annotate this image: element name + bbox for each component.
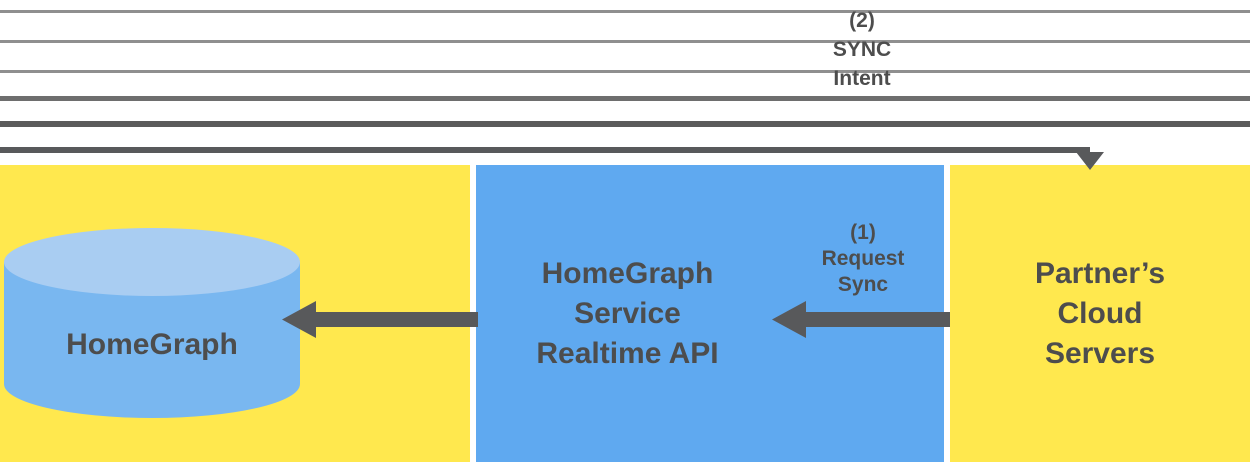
cylinder-top (4, 228, 300, 296)
homegraph-service-label: HomeGraph Service Realtime API (536, 256, 719, 370)
homegraph-label: HomeGraph (66, 328, 238, 361)
homegraph-database-icon: HomeGraph (4, 228, 300, 418)
smear-line (0, 40, 1250, 43)
homegraph-box: HomeGraph (0, 165, 470, 462)
annotation-request-sync: (1) Request Sync (821, 221, 905, 296)
smear-lines (0, 10, 1250, 127)
arrow-sync-intent-shaft (0, 147, 1090, 153)
partner-cloud-box: Partner’s Cloud Servers (950, 165, 1250, 462)
homegraph-service-box: HomeGraph Service Realtime API (476, 165, 944, 462)
smear-line (0, 10, 1250, 13)
smear-line (0, 70, 1250, 73)
smear-line (0, 121, 1250, 127)
smear-line (0, 96, 1250, 101)
annotation-sync-intent: (2) SYNC Intent (832, 9, 892, 90)
partner-cloud-label: Partner’s Cloud Servers (1034, 256, 1166, 370)
